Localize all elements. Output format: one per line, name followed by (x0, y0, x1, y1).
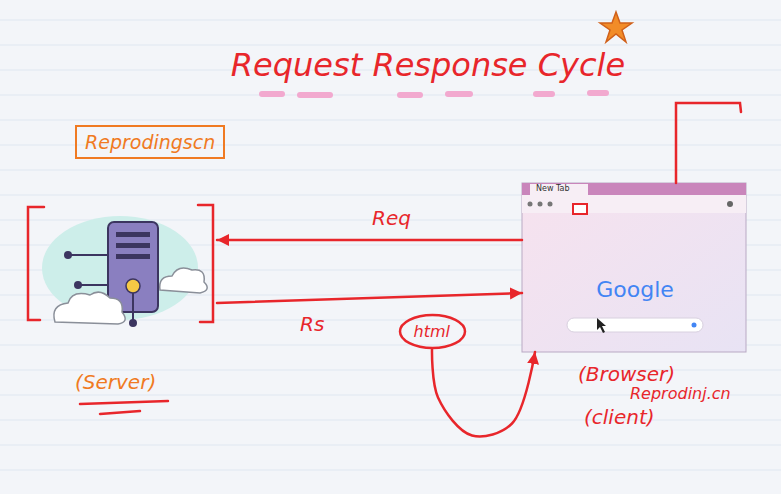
bracket (198, 205, 213, 322)
ruled-line (0, 45, 781, 46)
node-text: html (414, 322, 451, 341)
html-ellipse: html (398, 313, 467, 350)
cable-end (64, 251, 72, 259)
underline-stroke (80, 401, 168, 404)
notebook-lines (0, 20, 781, 470)
node-text: (Server) (75, 370, 156, 394)
server-slot (116, 232, 150, 237)
toolbar (522, 195, 746, 213)
server-node: (Server) (25, 205, 217, 325)
title-highlight (262, 93, 606, 95)
request-label: Req (372, 206, 411, 230)
title: Request Response Cycle (231, 46, 625, 84)
profile-icon (727, 201, 733, 207)
underline-stroke (100, 411, 140, 414)
tab-bar (522, 183, 746, 195)
ruled-line (0, 120, 781, 121)
node-text: (client) (584, 405, 655, 429)
ruled-line (0, 470, 781, 471)
nav-button (538, 202, 543, 207)
star-mark (600, 12, 632, 42)
node-text: Reprodingscn (85, 131, 215, 153)
site-box: Reprodingscn (75, 125, 225, 159)
html-circle (400, 315, 465, 348)
arrow-connector (217, 293, 522, 303)
logo-text: Google (596, 278, 674, 302)
highlight-stroke (262, 91, 282, 97)
tab (530, 184, 588, 195)
cable (132, 293, 134, 322)
highlight-stroke (448, 91, 470, 97)
server-illustration (42, 216, 207, 327)
server-slot (116, 243, 150, 248)
server-underline (80, 401, 168, 414)
pointer-line (676, 103, 741, 183)
cable-end (129, 319, 137, 327)
address-box: Reprodinj.cn (572, 203, 588, 215)
arrow-connector (432, 350, 535, 437)
ruled-line (0, 445, 781, 446)
cable (70, 254, 108, 256)
browser-window (522, 183, 746, 352)
browser-screenshot (522, 183, 746, 352)
ruled-line (0, 420, 781, 421)
server-slot (116, 254, 150, 259)
mouse-cursor (597, 318, 606, 333)
browser-node: (Browser)(client)Reprodinj.cn (522, 183, 746, 352)
ruled-line (0, 20, 781, 21)
highlight-stroke (400, 92, 420, 98)
ruled-line (0, 170, 781, 171)
cloud (160, 268, 207, 293)
tab-title: New Tab (536, 185, 570, 194)
ruled-line (0, 95, 781, 96)
mic-icon (692, 323, 697, 328)
cable (80, 284, 108, 286)
cloud (54, 292, 125, 324)
node-text: Reprodinj.cn (630, 384, 731, 403)
server-light (126, 279, 140, 293)
nav-button (528, 202, 533, 207)
response-label: Rs (300, 312, 324, 336)
highlight-stroke (536, 91, 552, 97)
highlight-stroke (300, 92, 330, 98)
arrow-connector (217, 239, 522, 242)
cable-end (74, 281, 82, 289)
node-text: (Browser) (578, 362, 675, 386)
highlight-stroke (590, 90, 606, 96)
nav-button (548, 202, 553, 207)
bracket (28, 207, 44, 320)
search-bar (567, 318, 703, 332)
